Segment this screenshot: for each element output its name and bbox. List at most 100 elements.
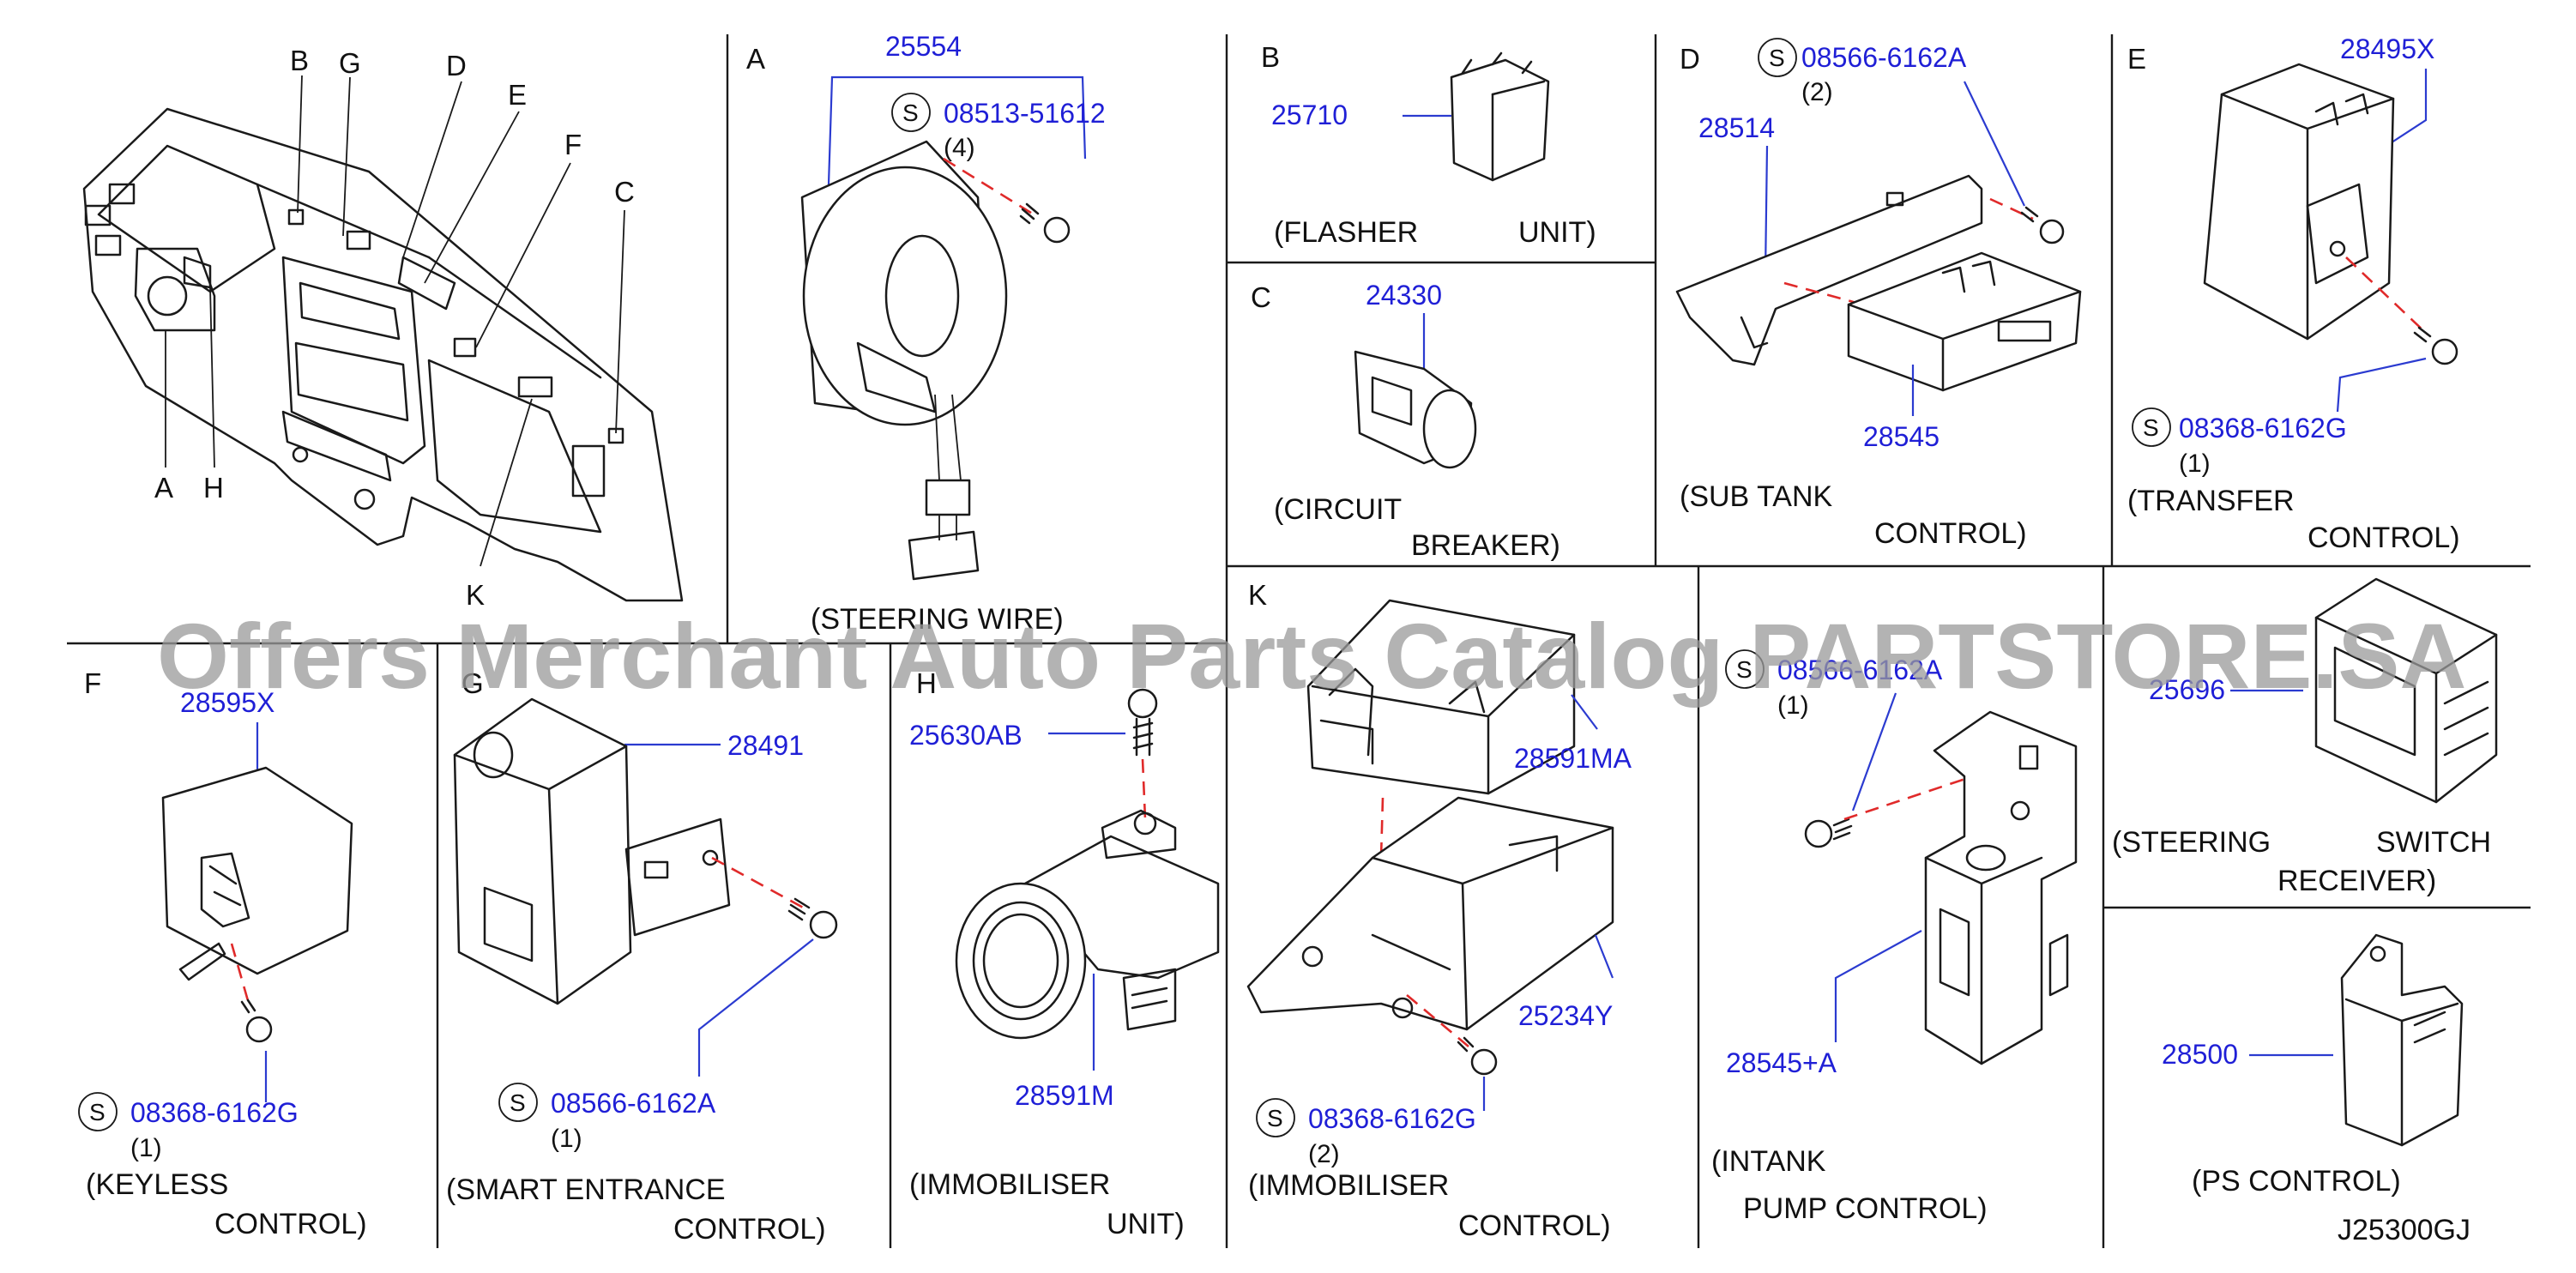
panel-sw-caption1: (STEERING bbox=[2112, 826, 2271, 859]
panel-d-caption2: CONTROL) bbox=[1874, 517, 2027, 550]
panel-f-screw-qty: (1) bbox=[130, 1134, 162, 1162]
smart-entrance-unit-icon bbox=[453, 697, 731, 1005]
screw-symbol-icon bbox=[1725, 649, 1765, 689]
screw-symbol-icon bbox=[498, 1083, 538, 1122]
screw-icon bbox=[2020, 206, 2065, 244]
panel-d-screw-symbol: S bbox=[1769, 45, 1785, 71]
panel-g-screw-symbol: S bbox=[510, 1089, 526, 1116]
screw-symbol-icon bbox=[1758, 38, 1797, 77]
intank-pump-control-unit-icon bbox=[1924, 710, 2078, 1065]
panel-d-part-unit: 28545 bbox=[1863, 421, 1940, 452]
panel-f-caption1: (KEYLESS bbox=[86, 1168, 228, 1201]
screw-icon bbox=[240, 998, 273, 1043]
dashboard-overview: B G D E F C A H K bbox=[82, 45, 684, 611]
panel-d-screw-qty: (2) bbox=[1801, 78, 1833, 106]
panel-b: B 25710 (FLASHER UNIT) bbox=[1261, 41, 1596, 249]
panel-b-part: 25710 bbox=[1271, 100, 1348, 130]
overview-leaders bbox=[165, 75, 625, 567]
panel-f-letter: F bbox=[84, 667, 101, 699]
panel-a-screw-symbol: S bbox=[902, 100, 919, 126]
steering-switch-receiver-icon bbox=[2314, 577, 2498, 804]
panel-e-caption1: (TRANSFER bbox=[2127, 485, 2295, 517]
panel-a-caption: (STEERING WIRE) bbox=[811, 603, 1064, 636]
panel-b-caption1: (FLASHER bbox=[1274, 216, 1418, 249]
panel-h-letter: H bbox=[916, 667, 937, 699]
panel-e-screw-part: 08368-6162G bbox=[2179, 413, 2347, 443]
callout-f: F bbox=[564, 129, 582, 160]
panel-d-screw-part: 08566-6162A bbox=[1801, 42, 1967, 73]
callout-h: H bbox=[203, 472, 224, 504]
panel-h-caption1: (IMMOBILISER bbox=[909, 1168, 1110, 1201]
panel-steering-switch-receiver: 25696 (STEERING SWITCH RECEIVER) bbox=[2112, 577, 2498, 897]
screw-icon bbox=[787, 897, 838, 939]
dashboard-drawing bbox=[82, 107, 684, 602]
panel-a: A 25554 S 08513-51612 (4) (STEERING WIRE… bbox=[746, 31, 1106, 636]
panel-h: H 25630AB 28591M (IMMOBILISER UNIT) bbox=[909, 667, 1220, 1240]
immobiliser-control-unit-icon bbox=[1306, 599, 1576, 795]
panel-i-caption1: (INTANK bbox=[1711, 1145, 1826, 1178]
panel-f-screw-part: 08368-6162G bbox=[130, 1097, 299, 1128]
panel-g: G 28491 S 08566-6162A (1) (SMART ENTRANC… bbox=[446, 667, 838, 1246]
panel-e-part: 28495X bbox=[2340, 33, 2434, 64]
flasher-relay-icon bbox=[1450, 51, 1550, 182]
screw-icon bbox=[1127, 688, 1158, 757]
panel-k-caption2: CONTROL) bbox=[1458, 1210, 1611, 1242]
panel-c-letter: C bbox=[1251, 281, 1271, 313]
callout-c: C bbox=[614, 176, 635, 208]
bracket-icon bbox=[1675, 174, 1983, 366]
callout-b: B bbox=[290, 45, 309, 76]
panel-e-screw-symbol: S bbox=[2143, 414, 2159, 441]
bracket-icon bbox=[1246, 796, 1614, 1031]
circuit-breaker-icon bbox=[1354, 350, 1477, 469]
panel-i-screw-part: 08566-6162A bbox=[1777, 655, 1943, 685]
transfer-control-unit-icon bbox=[2203, 63, 2395, 341]
panel-a-screw-qty: (4) bbox=[944, 134, 975, 162]
panel-sw-caption3: RECEIVER) bbox=[2277, 865, 2436, 897]
panel-k: K 28591MA 25234Y bbox=[1246, 579, 1632, 1242]
panel-k-screw-symbol: S bbox=[1267, 1105, 1283, 1131]
panel-f: F 28595X S 08368-6162G (1) (KEYLESS CONT… bbox=[78, 667, 367, 1240]
panel-k-screw-part: 08368-6162G bbox=[1308, 1103, 1476, 1134]
panel-c-caption1: (CIRCUIT bbox=[1274, 493, 1402, 526]
panel-e-letter: E bbox=[2127, 43, 2146, 75]
panel-ps-part: 28500 bbox=[2162, 1039, 2238, 1070]
panel-e-screw-qty: (1) bbox=[2179, 449, 2211, 478]
panel-k-caption1: (IMMOBILISER bbox=[1248, 1169, 1449, 1202]
panel-k-screw-qty: (2) bbox=[1308, 1140, 1340, 1168]
panel-k-part-bracket: 25234Y bbox=[1518, 1000, 1613, 1031]
diagram-code: J25300GJ bbox=[2338, 1214, 2470, 1246]
screw-icon bbox=[1804, 817, 1853, 848]
panel-i-part: 28545+A bbox=[1726, 1047, 1837, 1078]
panel-sw-caption2: SWITCH bbox=[2376, 826, 2491, 859]
panel-b-letter: B bbox=[1261, 41, 1280, 73]
panel-g-screw-part: 08566-6162A bbox=[551, 1088, 716, 1119]
callout-g: G bbox=[339, 47, 361, 79]
panel-a-part-main: 25554 bbox=[885, 31, 962, 62]
panel-ps-caption: (PS CONTROL) bbox=[2192, 1165, 2401, 1198]
panel-g-letter: G bbox=[462, 667, 484, 699]
panel-a-letter: A bbox=[746, 43, 765, 75]
panel-f-part: 28595X bbox=[180, 687, 274, 718]
panel-intank-pump: S 08566-6162A (1) 28545+A (INTANK PUMP C… bbox=[1711, 649, 2078, 1225]
panel-d-part-bracket: 28514 bbox=[1698, 112, 1775, 143]
panel-i-screw-qty: (1) bbox=[1777, 691, 1809, 720]
panel-i-caption2: PUMP CONTROL) bbox=[1743, 1192, 1988, 1225]
panel-ps-control: 28500 (PS CONTROL) bbox=[2162, 933, 2464, 1198]
callout-k: K bbox=[466, 579, 485, 611]
spiral-cable-icon bbox=[800, 140, 1008, 581]
screw-symbol-icon bbox=[891, 93, 931, 132]
panel-f-caption2: CONTROL) bbox=[214, 1208, 367, 1240]
panel-c: C 24330 (CIRCUIT BREAKER) bbox=[1251, 280, 1560, 562]
panel-k-letter: K bbox=[1248, 579, 1267, 611]
panel-f-screw-symbol: S bbox=[89, 1099, 106, 1125]
panel-g-part: 28491 bbox=[727, 730, 804, 761]
keyless-control-unit-icon bbox=[161, 766, 353, 981]
panel-a-screw-part: 08513-51612 bbox=[944, 98, 1106, 129]
panel-c-part: 24330 bbox=[1366, 280, 1442, 311]
panel-e-caption2: CONTROL) bbox=[2308, 522, 2460, 554]
panel-d: D S 08566-6162A (2) 28514 28545 (SUB bbox=[1675, 38, 2082, 550]
panel-b-caption2: UNIT) bbox=[1518, 216, 1596, 249]
panel-g-caption2: CONTROL) bbox=[673, 1213, 826, 1246]
screw-symbol-icon bbox=[2132, 407, 2171, 447]
